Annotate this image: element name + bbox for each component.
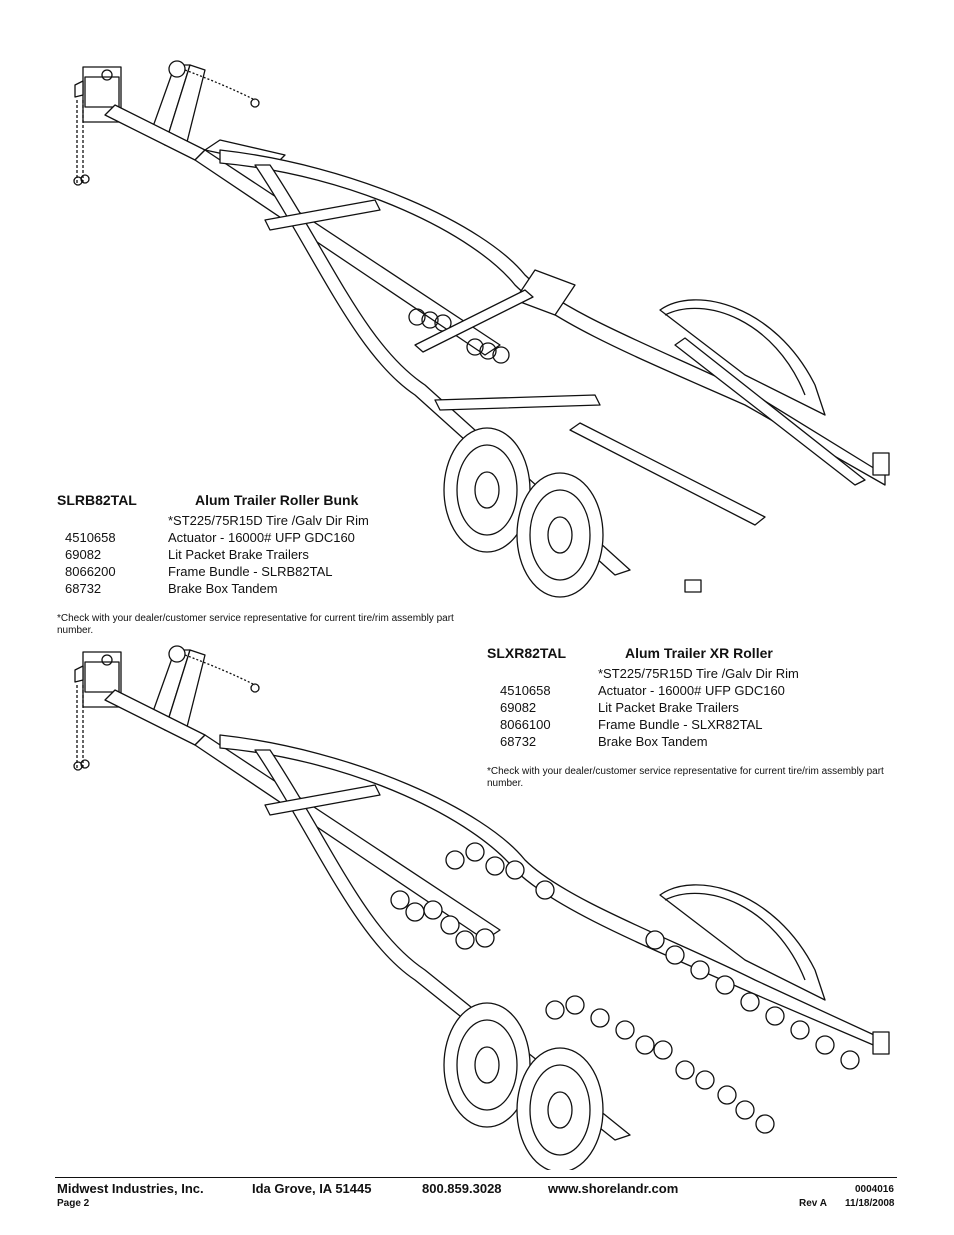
wheel-rear-icon [516, 472, 604, 598]
model-title: Alum Trailer Roller Bunk [195, 492, 359, 508]
part-row: 4510658 Actuator - 16000# UFP GDC160 [487, 682, 897, 699]
winch-stand-icon [149, 645, 260, 736]
bunk-boards-icon [514, 269, 866, 526]
part-description: Frame Bundle - SLRB82TAL [168, 564, 333, 579]
company-name: Midwest Industries, Inc. [57, 1181, 204, 1196]
company-phone: 800.859.3028 [422, 1181, 502, 1196]
taillight-icon [872, 452, 890, 476]
part-number: 4510658 [500, 683, 551, 698]
fender-icon [659, 299, 826, 416]
part-description: Brake Box Tandem [598, 734, 708, 749]
model-number: SLRB82TAL [57, 492, 137, 508]
part-row: 8066100 Frame Bundle - SLXR82TAL [487, 716, 897, 733]
fender-icon [659, 884, 826, 1001]
frame-rails-icon [219, 149, 886, 576]
company-website[interactable]: www.shorelandr.com [548, 1181, 679, 1196]
wheel-rear-icon [516, 1047, 604, 1170]
company-location: Ida Grove, IA 51445 [252, 1181, 372, 1196]
trailer-drawing-roller-bunk [55, 55, 900, 605]
part-number: 8066200 [65, 564, 116, 579]
page-number: Page 2 [57, 1198, 90, 1209]
doc-number: 0004016 [855, 1184, 894, 1195]
part-row: 4510658 Actuator - 16000# UFP GDC160 [57, 529, 457, 546]
keel-rollers-icon [408, 289, 534, 364]
part-description: Actuator - 16000# UFP GDC160 [168, 530, 355, 545]
model-title: Alum Trailer XR Roller [625, 645, 773, 661]
parts-header: SLRB82TAL Alum Trailer Roller Bunk [57, 492, 457, 512]
tire-footnote: *Check with your dealer/customer service… [57, 613, 454, 636]
part-row: 68732 Brake Box Tandem [57, 580, 457, 597]
taillight-icon [872, 1031, 890, 1055]
revision: Rev A [799, 1198, 827, 1209]
part-description: Brake Box Tandem [168, 581, 278, 596]
revision-date: 11/18/2008 [845, 1198, 895, 1209]
parts-header: SLXR82TAL Alum Trailer XR Roller [487, 645, 897, 665]
part-number: 4510658 [65, 530, 116, 545]
part-number: 69082 [500, 700, 537, 715]
xr-rollers-icon [390, 842, 860, 1134]
part-number: 68732 [65, 581, 102, 596]
tire-note: *ST225/75R15D Tire /Galv Dir Rim [598, 666, 799, 681]
model-number: SLXR82TAL [487, 645, 567, 661]
part-description: Lit Packet Brake Trailers [598, 700, 739, 715]
parts-list-xr-roller: SLXR82TAL Alum Trailer XR Roller *ST225/… [487, 645, 897, 750]
tire-footnote: *Check with your dealer/customer service… [487, 766, 884, 789]
coupler-icon [73, 651, 122, 771]
part-row: 69082 Lit Packet Brake Trailers [57, 546, 457, 563]
coupler-icon [73, 66, 122, 186]
part-row: 68732 Brake Box Tandem [487, 733, 897, 750]
part-row: 8066200 Frame Bundle - SLRB82TAL [57, 563, 457, 580]
part-number: 69082 [65, 547, 102, 562]
part-number: 68732 [500, 734, 537, 749]
parts-list-roller-bunk: SLRB82TAL Alum Trailer Roller Bunk *ST22… [57, 492, 457, 597]
part-description: Lit Packet Brake Trailers [168, 547, 309, 562]
part-row: 69082 Lit Packet Brake Trailers [487, 699, 897, 716]
part-number: 8066100 [500, 717, 551, 732]
part-description: Frame Bundle - SLXR82TAL [598, 717, 763, 732]
part-description: Actuator - 16000# UFP GDC160 [598, 683, 785, 698]
trailer-drawing-xr-roller [55, 640, 900, 1170]
tire-note: *ST225/75R15D Tire /Galv Dir Rim [168, 513, 369, 528]
footer-divider [55, 1177, 897, 1178]
